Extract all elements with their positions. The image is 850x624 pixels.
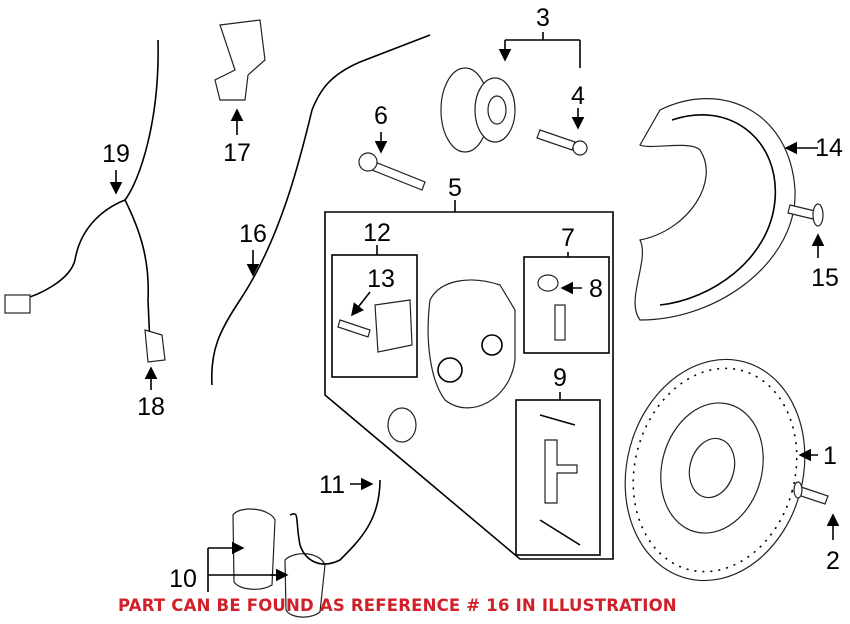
disc-bolt [793, 481, 829, 505]
callout-17: 17 [223, 139, 251, 167]
callout-10: 10 [169, 565, 197, 593]
callout-1: 1 [823, 442, 837, 470]
callout-14: 14 [815, 134, 843, 162]
wheel-hub [440, 67, 516, 153]
sensor-clip [144, 329, 166, 363]
callout-7: 7 [561, 224, 575, 252]
reference-note: PART CAN BE FOUND AS REFERENCE # 16 IN I… [118, 596, 677, 615]
callout-4: 4 [571, 82, 585, 110]
callout-11: 11 [319, 471, 345, 499]
caliper [427, 279, 516, 409]
piston-seal [387, 407, 417, 443]
callout-18: 18 [137, 393, 165, 421]
callout-6: 6 [374, 102, 388, 130]
callout-19: 19 [102, 140, 130, 168]
caliper-bolt [358, 152, 426, 191]
callout-15: 15 [811, 264, 839, 292]
hub-bolt [536, 129, 588, 156]
bleeder-and-cap [537, 274, 566, 341]
callout-5: 5 [448, 174, 462, 202]
callout-8: 8 [589, 275, 603, 303]
callout-9: 9 [553, 364, 567, 392]
bracket-and-bolt [337, 299, 413, 353]
sensor-bracket [214, 19, 266, 101]
shield-bolt [787, 203, 824, 227]
dust-shield [634, 98, 796, 321]
pad-hardware-kit [539, 414, 581, 546]
brake-hose [210, 34, 431, 386]
wear-sensor [289, 479, 381, 565]
brake-disc [624, 358, 806, 582]
sensor-connector [4, 294, 31, 314]
caliper-assembly-box [324, 200, 614, 560]
callout-3: 3 [536, 4, 550, 32]
leader-lines [109, 32, 840, 592]
callout-13: 13 [367, 265, 395, 293]
callout-2: 2 [826, 547, 840, 575]
callout-16: 16 [239, 220, 267, 248]
callout-12: 12 [363, 219, 391, 247]
brake-pads [232, 508, 326, 618]
abs-sensor [19, 39, 159, 346]
